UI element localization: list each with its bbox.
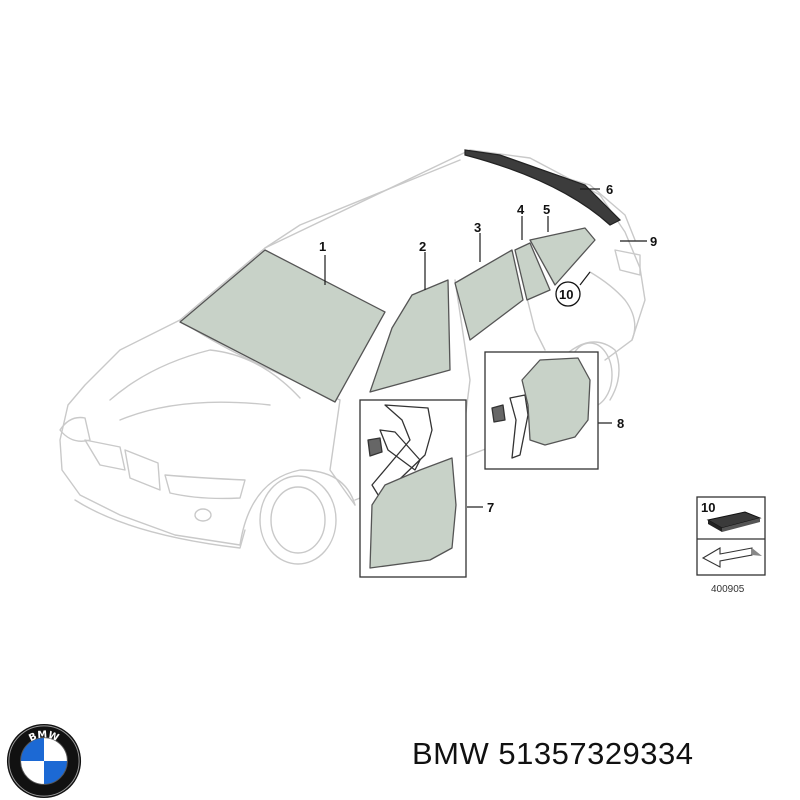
car-outline (59, 149, 646, 565)
callout-lines (324, 188, 647, 508)
part-number-caption: BMW 51357329334 (412, 736, 694, 771)
diagram-ref-code: 400905 (711, 584, 745, 595)
callout-1: 1 (319, 239, 326, 254)
legend-box: 10 (696, 496, 766, 576)
rear-regulator-box (484, 351, 599, 470)
callout-6: 6 (606, 182, 613, 197)
callout-10: 10 (559, 287, 573, 302)
callout-8: 8 (617, 416, 624, 431)
callout-4: 4 (517, 202, 525, 217)
rear-door-fixed-glass (514, 242, 551, 301)
callout-2: 2 (419, 239, 426, 254)
callout-5: 5 (543, 202, 550, 217)
rear-door-glass (454, 249, 524, 341)
callout-10-circle (555, 281, 581, 307)
legend-number: 10 (701, 500, 715, 515)
bmw-logo: BMW (6, 723, 82, 799)
callout-9: 9 (650, 234, 657, 249)
side-quarter-glass (529, 227, 596, 286)
front-regulator-box (359, 399, 467, 578)
roof-spoiler-glass (464, 149, 622, 226)
windscreen-glass (179, 249, 386, 403)
callout-3: 3 (474, 220, 481, 235)
front-door-glass (369, 279, 451, 393)
callout-7: 7 (487, 500, 494, 515)
